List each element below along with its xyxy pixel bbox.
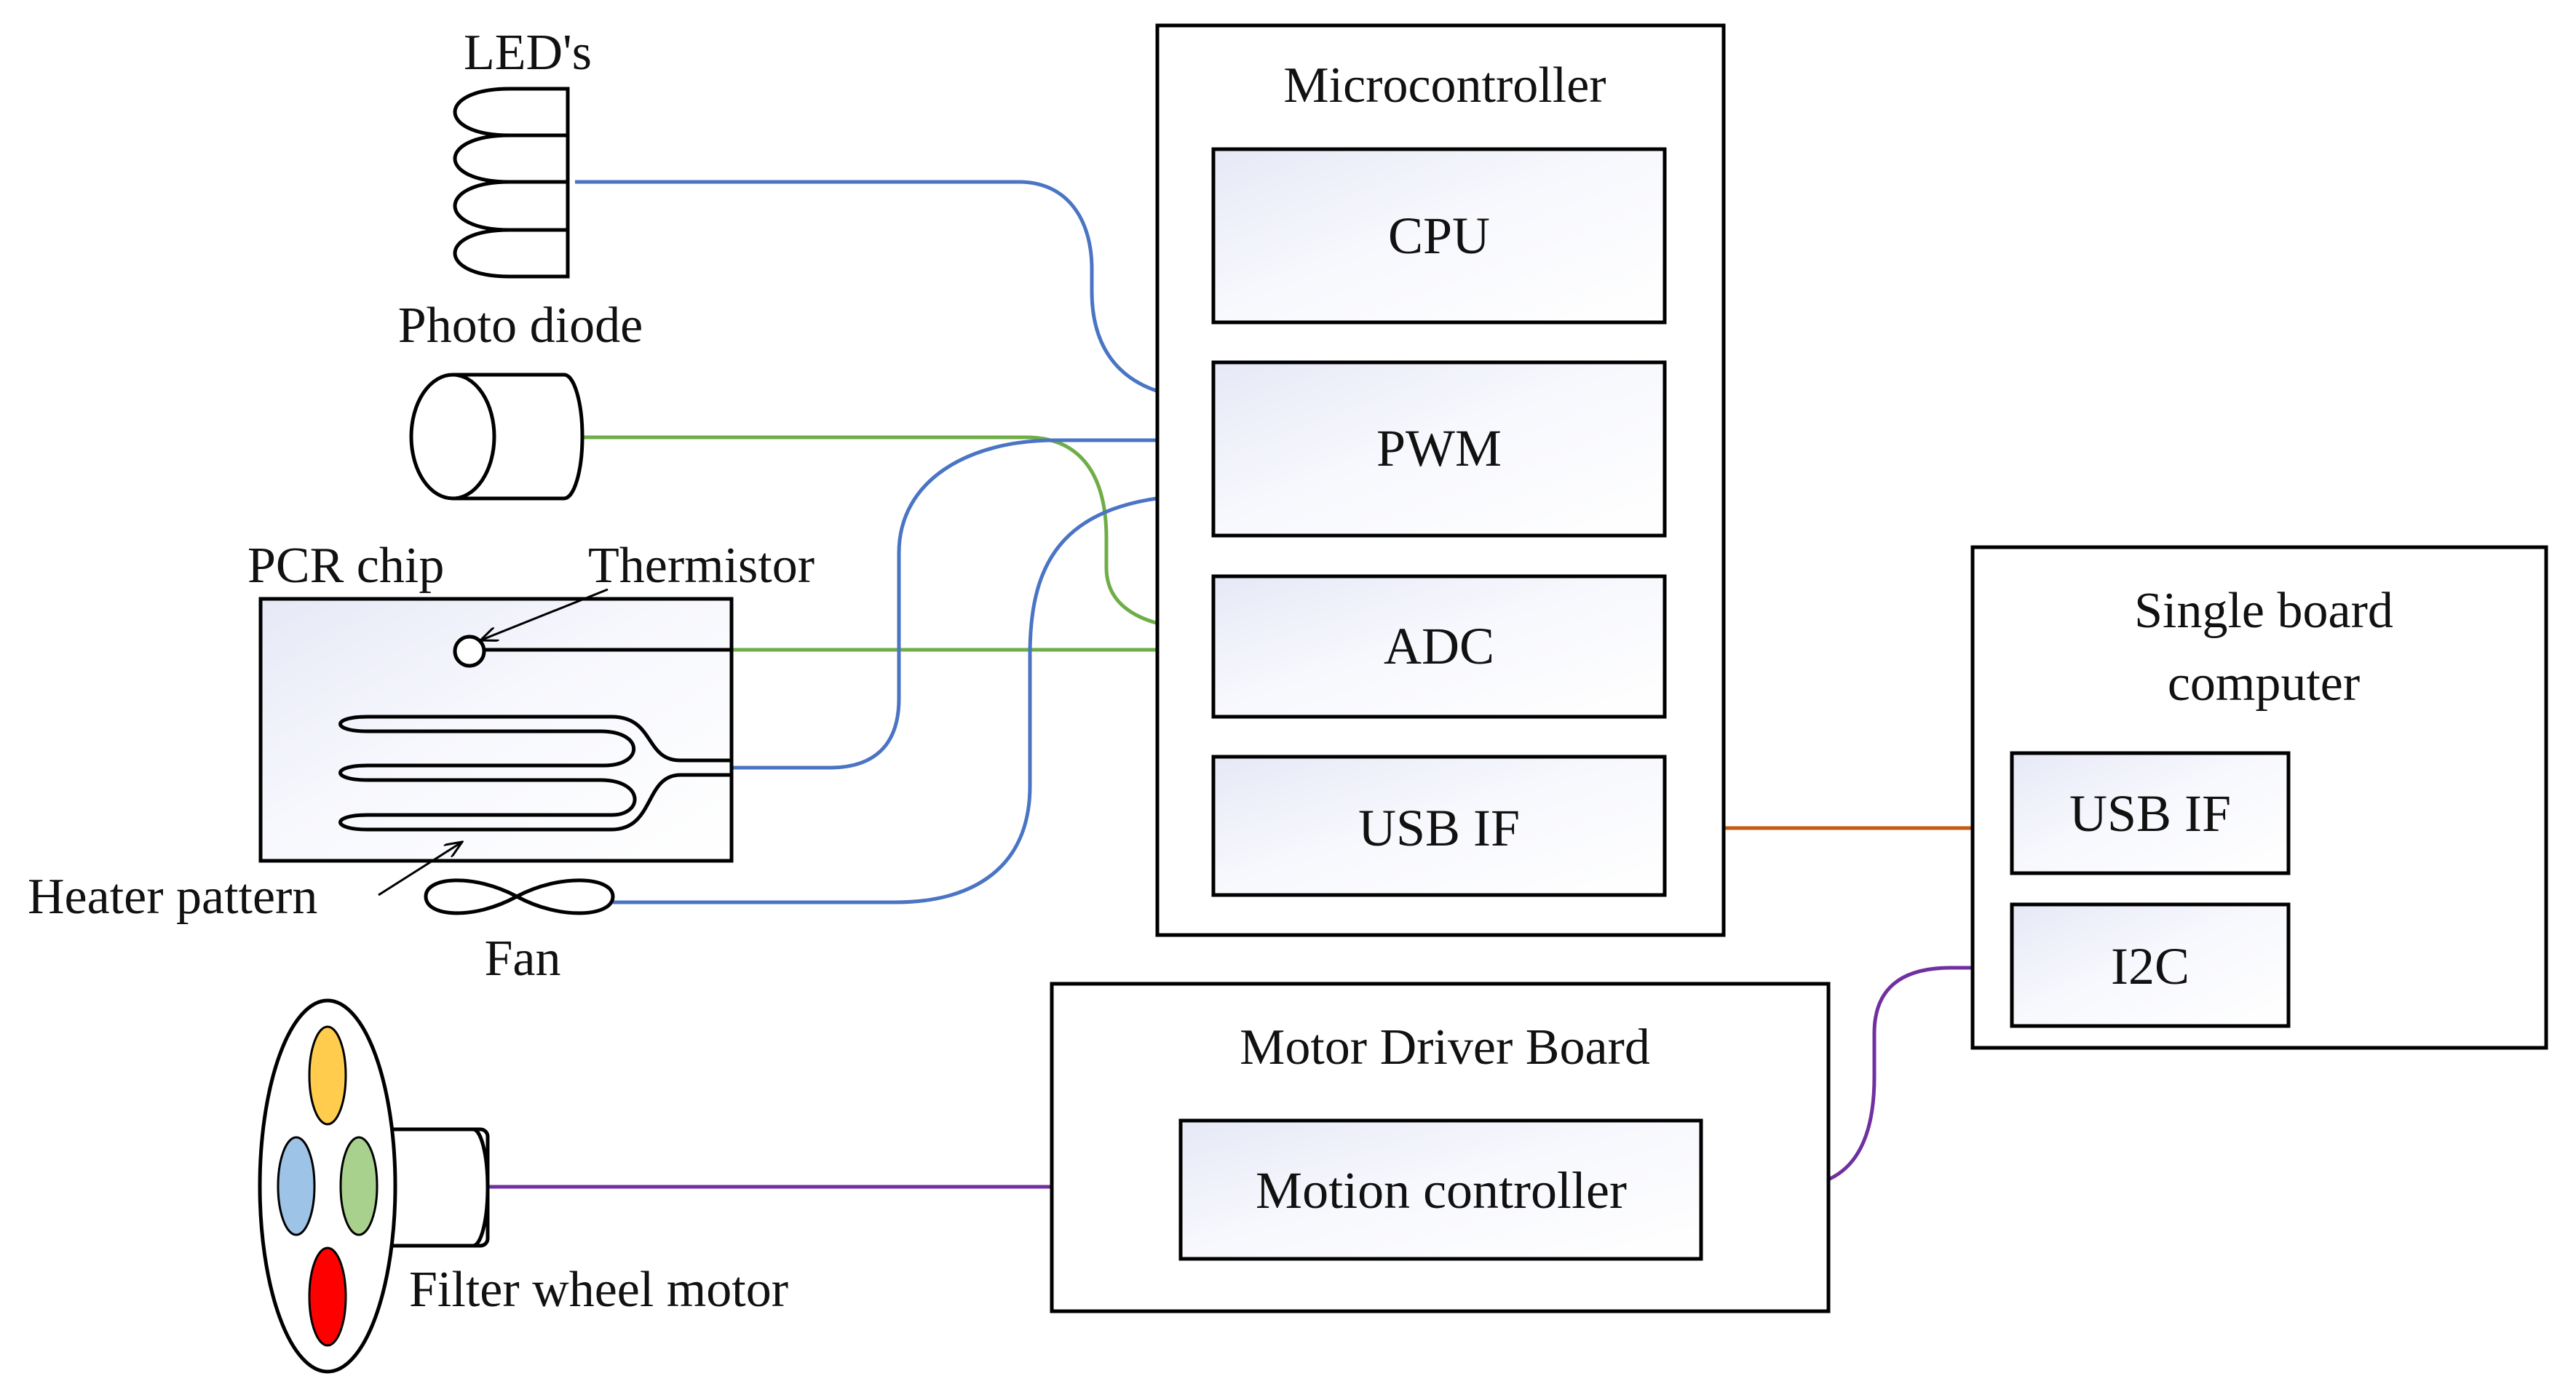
mcu-usb-if-box — [1211, 755, 1667, 897]
mcu-usb-if-label: USB IF — [1358, 799, 1520, 857]
wire-heater-to-pwm — [732, 438, 1212, 770]
motor-shaft-end — [472, 1127, 490, 1248]
leds-component — [453, 87, 570, 279]
sbc-i2c-label: I2C — [2111, 937, 2189, 995]
filter-blue — [277, 1136, 316, 1236]
leds-label: LED's — [464, 25, 592, 81]
filter-wheel-motor — [258, 998, 490, 1374]
filter-wheel-motor-label: Filter wheel motor — [409, 1262, 788, 1318]
led-icon — [453, 87, 570, 279]
microcontroller-block: Microcontroller CPU PWM ADC USB IF — [1155, 23, 1726, 937]
wire-fan-to-pwm — [613, 493, 1213, 904]
thermistor-pointer — [480, 588, 609, 640]
adc-box — [1211, 574, 1667, 719]
motor-driver-board-block: Motor Driver Board Motion controller — [1050, 982, 1831, 1313]
sbc-usb-if-label: USB IF — [2069, 784, 2231, 843]
heater-pattern-pointer — [378, 842, 462, 896]
microcontroller-title: Microcontroller — [1283, 57, 1606, 114]
mdb-title: Motor Driver Board — [1240, 1019, 1650, 1075]
pwm-box — [1211, 360, 1667, 538]
thermistor-icon — [453, 635, 486, 668]
filter-red — [308, 1246, 347, 1347]
fan-icon — [424, 878, 615, 915]
adc-label: ADC — [1384, 617, 1494, 675]
pcr-chip-label: PCR chip — [247, 538, 444, 594]
filter-green — [339, 1136, 379, 1236]
filter-yellow — [308, 1025, 347, 1126]
fan-label: Fan — [485, 931, 561, 987]
sbc-usb-if-box — [2010, 751, 2291, 875]
photodiode-icon — [409, 373, 584, 501]
single-board-computer-block: Single board computer USB IF I2C — [1970, 545, 2548, 1050]
fan-component — [424, 878, 615, 915]
photodiode-component — [409, 373, 584, 501]
cpu-box — [1211, 147, 1667, 325]
heater-pattern-icon — [338, 715, 732, 832]
wire-leds-to-pwm — [575, 180, 1213, 401]
cpu-label: CPU — [1388, 207, 1490, 265]
pcr-chip — [258, 588, 734, 896]
wire-motion-controller-to-i2c — [1701, 966, 2012, 1189]
filter-wheel-disk — [258, 998, 397, 1374]
pwm-label: PWM — [1376, 419, 1502, 477]
motion-controller-label: Motion controller — [1256, 1161, 1627, 1220]
sbc-i2c-box — [2010, 902, 2291, 1028]
component-labels: LED's Photo diode PCR chip Thermistor He… — [28, 25, 815, 1318]
motion-controller-box — [1178, 1118, 1703, 1261]
thermistor-label: Thermistor — [588, 538, 815, 594]
photo-diode-label: Photo diode — [398, 298, 643, 354]
sbc-title-line1: Single board — [2134, 583, 2393, 639]
heater-pattern-label: Heater pattern — [28, 869, 317, 925]
sbc-title-line2: computer — [2168, 656, 2360, 712]
